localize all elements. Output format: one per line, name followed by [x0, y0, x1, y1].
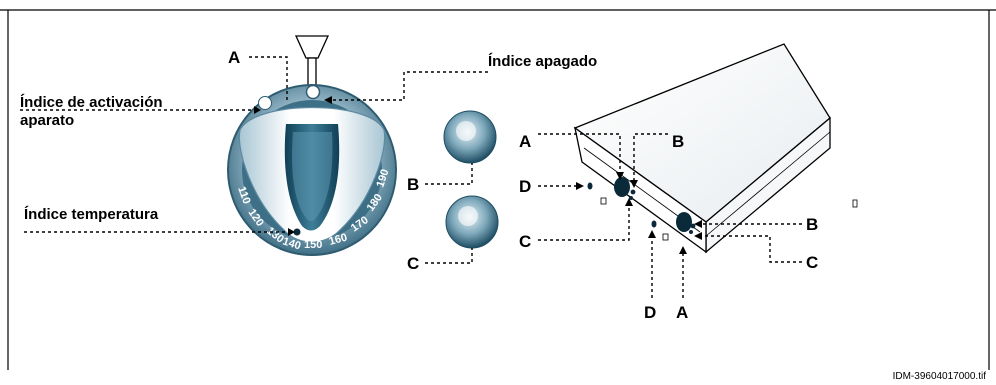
knob-c	[445, 195, 499, 249]
knob-b	[443, 110, 497, 164]
activation-index-marker	[258, 96, 272, 110]
temperature-index-marker	[293, 228, 301, 236]
scale-150: 150	[304, 239, 322, 251]
label-c-left: C	[519, 232, 531, 251]
appliance-callouts: A B D C B C D A	[519, 132, 818, 322]
label-b-right: B	[806, 215, 818, 234]
appliance-unit	[573, 43, 858, 254]
label-b-knob: B	[407, 175, 419, 194]
label-d-left: D	[519, 177, 531, 196]
label-off-index: Índice apagado	[488, 53, 597, 70]
label-a-dial: A	[228, 48, 240, 67]
label-a-bottom: A	[676, 303, 688, 322]
label-temperature-index: Índice temperatura	[24, 206, 159, 223]
label-b-top: B	[672, 132, 684, 151]
label-activation-index-line2: aparato	[20, 112, 74, 129]
label-a-top: A	[519, 132, 531, 151]
label-c-right: C	[806, 253, 818, 272]
control-knob-dial: 110 120 130 140 150 160 170 180 190	[227, 35, 397, 256]
dial-callouts: A Índice de activación aparato Índice te…	[20, 48, 597, 236]
label-activation-index: Índice de activación	[20, 94, 163, 111]
scale-110: 110	[235, 185, 252, 206]
knob-callouts: B C	[407, 163, 473, 273]
label-c-knob: C	[407, 254, 419, 273]
frame	[0, 9, 996, 370]
appliance-top	[573, 43, 831, 223]
scale-140: 140	[281, 235, 302, 252]
knob-handle	[294, 35, 330, 59]
scale-160: 160	[328, 232, 349, 248]
appliance-knob-left	[614, 177, 630, 197]
appliance-front	[574, 126, 707, 254]
appliance-knob-right	[676, 212, 692, 232]
off-index-marker	[305, 84, 321, 100]
scale-190: 190	[374, 168, 391, 189]
file-reference: IDM-39604017000.tif	[893, 371, 987, 380]
label-d-bottom: D	[644, 303, 656, 322]
